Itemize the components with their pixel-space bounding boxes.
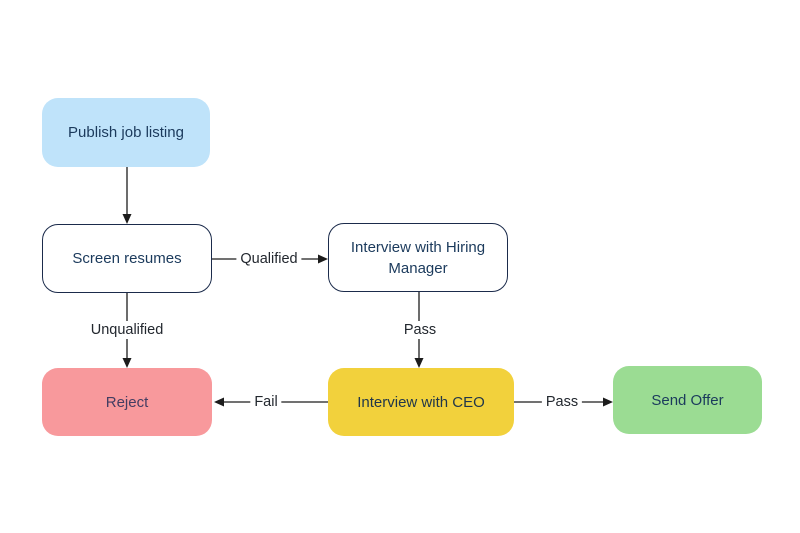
edge-label-fail: Fail [250, 393, 282, 411]
edge-label-qualified: Qualified [236, 250, 302, 268]
edge-publish-to-screen [122, 167, 132, 224]
node-label: Interview with CEO [357, 393, 485, 411]
node-screen-resumes: Screen resumes [42, 224, 212, 293]
node-label: Screen resumes [72, 250, 182, 267]
node-label: Send Offer [651, 391, 724, 409]
edge-label-pass-ceo: Pass [541, 393, 583, 411]
node-label: Reject [105, 393, 149, 411]
edge-label-unqualified: Unqualified [86, 321, 168, 339]
node-reject: Reject [42, 368, 212, 436]
node-interview-ceo: Interview with CEO [328, 368, 514, 436]
node-label: Publish job listing [68, 124, 184, 141]
node-send-offer: Send Offer [613, 366, 762, 434]
node-publish-job-listing: Publish job listing [42, 98, 210, 167]
node-label: Interview with Hiring Manager [350, 238, 486, 277]
edge-label-pass-hiring: Pass [399, 321, 441, 339]
node-interview-hiring-manager: Interview with Hiring Manager [328, 223, 508, 292]
